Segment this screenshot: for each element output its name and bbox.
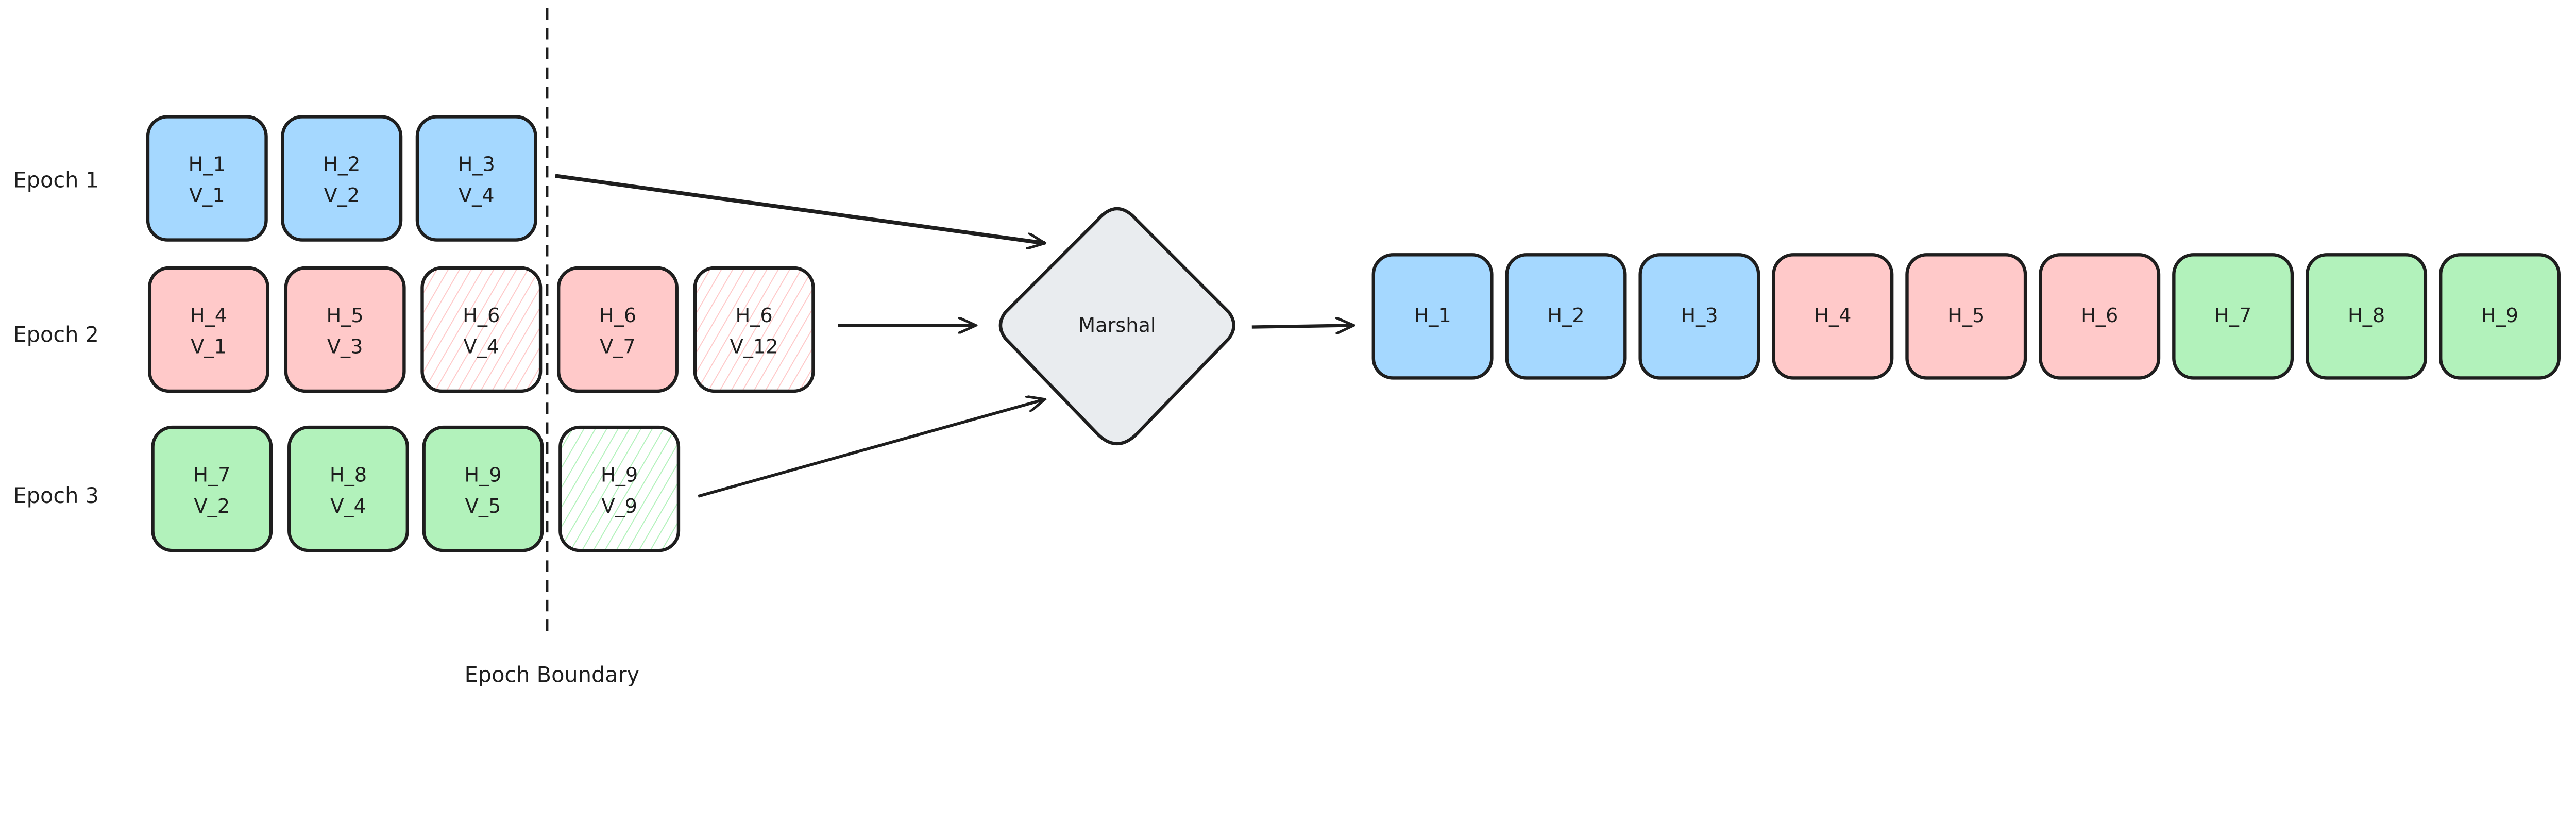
output-cell-label: H_8 <box>2348 304 2385 327</box>
output-cell: H_6 <box>2039 253 2161 380</box>
cell-h-label: H_9 <box>601 463 638 486</box>
cell: H_1V_1 <box>146 115 268 242</box>
output-cell-label: H_1 <box>1414 304 1451 327</box>
cell-v-label: V_5 <box>465 495 501 518</box>
marshal-node: Marshal <box>998 207 1235 446</box>
output-cell-label: H_7 <box>2214 304 2251 327</box>
cell: H_3V_4 <box>415 115 537 242</box>
cell-box <box>281 115 403 242</box>
cell-v-label: V_1 <box>191 335 227 359</box>
output-cell-box <box>1371 253 1494 380</box>
output-cell: H_3 <box>1638 253 1760 380</box>
epoch-label: Epoch 1 <box>13 168 99 193</box>
cell-v-label: V_3 <box>327 335 363 359</box>
cell-box <box>284 266 406 393</box>
cell: H_7V_2 <box>151 425 273 552</box>
arrow-epoch1-to-marshal <box>555 174 1045 243</box>
cell-h-label: H_1 <box>189 153 226 176</box>
output-cell: H_5 <box>1905 253 2027 380</box>
cell-v-label: V_2 <box>194 495 230 518</box>
hatched-cell: H_6V_4 <box>420 266 543 393</box>
cell-box <box>147 266 269 393</box>
cell-h-label: H_6 <box>599 304 636 327</box>
cell-h-label: H_5 <box>327 304 364 327</box>
output-cell-box <box>1905 253 2027 380</box>
cell-h-label: H_4 <box>190 304 227 327</box>
cell-v-label: V_9 <box>601 495 637 518</box>
output-cell: H_8 <box>2306 253 2428 380</box>
cell-box <box>693 266 815 393</box>
cell-h-label: H_6 <box>463 304 500 327</box>
output-cell: H_2 <box>1505 253 1627 380</box>
output-cell-box <box>1772 253 1894 380</box>
cell-v-label: V_1 <box>189 184 225 207</box>
output-cell: H_7 <box>2172 253 2294 380</box>
output-cell-label: H_9 <box>2481 304 2518 327</box>
cell: H_5V_3 <box>284 266 406 393</box>
epoch-label: Epoch 3 <box>13 483 99 508</box>
cell-box <box>146 115 268 242</box>
output-cell-box <box>1505 253 1627 380</box>
cell-v-label: V_7 <box>600 335 636 359</box>
cell: H_2V_2 <box>281 115 403 242</box>
output-cell: H_4 <box>1772 253 1894 380</box>
diagram-canvas: Epoch Boundary Epoch 1H_1V_1H_2V_2H_3V_4… <box>13 8 2561 687</box>
output-cell-box <box>2172 253 2294 380</box>
cell-h-label: H_2 <box>323 153 360 176</box>
output-cell-label: H_4 <box>1814 304 1851 327</box>
cell-h-label: H_9 <box>464 463 501 486</box>
cell: H_6V_7 <box>556 266 679 393</box>
epoch-row-2: Epoch 2H_4V_1H_5V_3H_6V_4H_6V_7H_6V_12 <box>13 266 815 393</box>
cell-v-label: V_4 <box>330 495 366 518</box>
epoch-label: Epoch 2 <box>13 322 99 347</box>
cell-box <box>415 115 537 242</box>
output-cell: H_9 <box>2439 253 2561 380</box>
arrow-marshal-to-output <box>1251 325 1354 327</box>
cell-h-label: H_6 <box>736 304 773 327</box>
cell-box <box>422 425 544 552</box>
epoch-row-3: Epoch 3H_7V_2H_8V_4H_9V_5H_9V_9 <box>13 425 681 552</box>
output-cell-label: H_2 <box>1547 304 1584 327</box>
cell-v-label: V_2 <box>324 184 360 207</box>
cell-box <box>556 266 679 393</box>
cell-box <box>558 425 681 552</box>
cell-h-label: H_7 <box>193 463 230 486</box>
cell: H_9V_5 <box>422 425 544 552</box>
cell-box <box>420 266 543 393</box>
output-cell-box <box>1638 253 1760 380</box>
cell-v-label: V_12 <box>730 335 778 359</box>
cell: H_8V_4 <box>287 425 409 552</box>
hatched-cell: H_9V_9 <box>558 425 681 552</box>
epoch-boundary-label: Epoch Boundary <box>465 662 640 687</box>
output-cell-label: H_3 <box>1681 304 1718 327</box>
output-cell-label: H_5 <box>1947 304 1985 327</box>
output-cell-box <box>2439 253 2561 380</box>
output-cell: H_1 <box>1371 253 1494 380</box>
hatched-cell: H_6V_12 <box>693 266 815 393</box>
marshal-diamond <box>998 207 1235 446</box>
output-cell-box <box>2039 253 2161 380</box>
cell: H_4V_1 <box>147 266 269 393</box>
output-cell-box <box>2306 253 2428 380</box>
cell-box <box>151 425 273 552</box>
marshal-label: Marshal <box>1078 314 1156 337</box>
output-cell-label: H_6 <box>2081 304 2118 327</box>
cell-box <box>287 425 409 552</box>
cell-h-label: H_3 <box>458 153 495 176</box>
arrow-epoch3-to-marshal <box>698 399 1045 498</box>
epoch-row-1: Epoch 1H_1V_1H_2V_2H_3V_4 <box>13 115 537 242</box>
cell-v-label: V_4 <box>459 184 495 207</box>
cell-v-label: V_4 <box>463 335 499 359</box>
cell-h-label: H_8 <box>330 463 367 486</box>
